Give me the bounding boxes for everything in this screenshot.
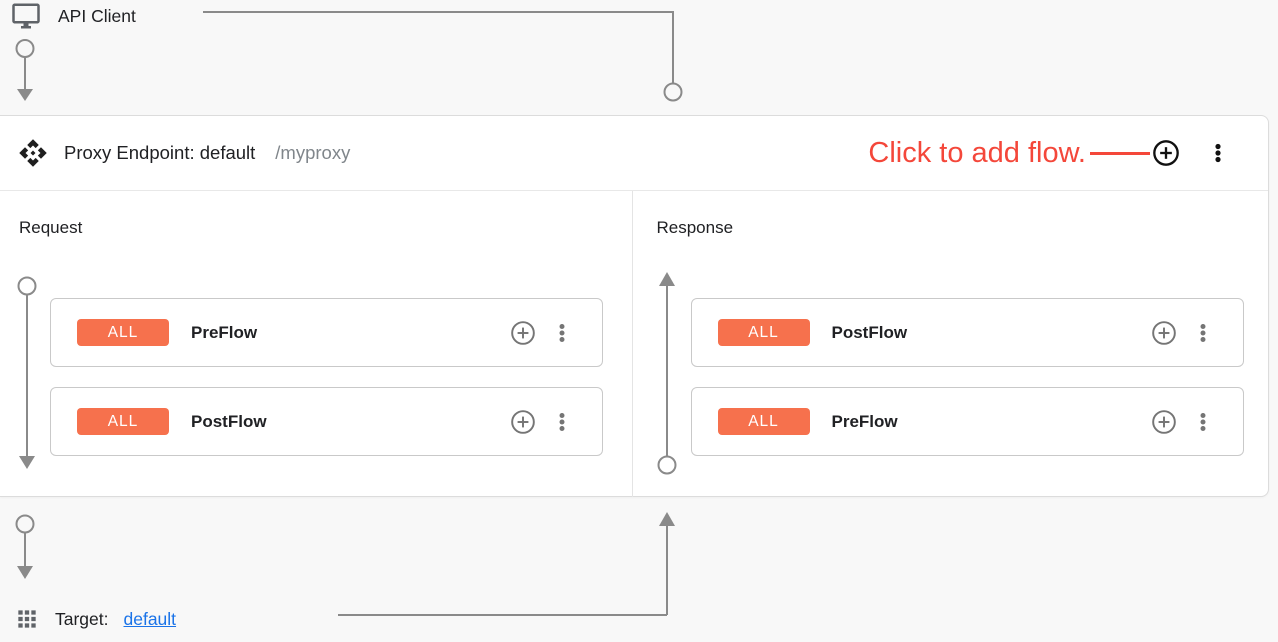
proxy-basepath: /myproxy [275,142,351,163]
api-client-label: API Client [58,5,136,26]
kebab-menu-icon [1215,143,1221,163]
flow-name: PreFlow [831,411,898,431]
add-policy-button[interactable] [510,409,536,435]
proxy-endpoint-menu-button[interactable] [1206,139,1230,167]
condition-badge: ALL [77,319,169,346]
plus-circle-icon [511,409,535,434]
response-panel-label: Response [656,218,734,237]
flow-menu-button[interactable] [1191,320,1215,346]
flow-name: PostFlow [191,411,267,431]
connector-client-to-proxy [203,11,683,102]
flow-card-request-postflow[interactable]: ALL PostFlow [50,387,603,456]
condition-badge: ALL [717,319,810,346]
condition-badge: ALL [717,408,810,435]
kebab-menu-icon [1200,323,1205,342]
request-panel: Request ALL PreFlow [0,191,632,497]
connector-request-flow [17,276,37,469]
flow-panels: Request ALL PreFlow [0,191,1268,497]
plus-circle-icon [1151,409,1176,434]
api-diamond-icon [19,139,47,167]
target-endpoint-link[interactable]: default [123,608,177,629]
kebab-menu-icon [559,412,565,431]
add-flow-annotation: Click to add flow. [868,137,1150,170]
flow-menu-button[interactable] [1191,409,1215,435]
kebab-menu-icon [1200,412,1205,431]
connector-client-down-arrow [15,39,35,101]
add-policy-button[interactable] [510,320,536,346]
flow-menu-button[interactable] [550,409,574,435]
plus-circle-icon [1151,320,1176,345]
desktop-monitor-icon [12,3,40,29]
request-panel-label: Request [19,218,83,237]
flow-name: PostFlow [831,322,908,342]
target-row: Target: default [14,606,176,632]
connector-proxy-to-target [15,514,35,579]
target-label: Target: [55,608,109,629]
add-flow-annotation-text: Click to add flow. [868,136,1086,169]
plus-circle-icon [1153,140,1179,166]
add-policy-button[interactable] [1151,320,1177,346]
condition-badge: ALL [77,408,169,435]
proxy-endpoint-panel: Proxy Endpoint: default /myproxy Click t… [0,115,1269,497]
connector-target-to-response [338,512,675,616]
kebab-menu-icon [559,323,565,342]
proxy-endpoint-header: Proxy Endpoint: default /myproxy Click t… [0,116,1268,191]
apps-grid-icon [18,610,36,628]
add-flow-button[interactable] [1152,139,1180,167]
flow-card-response-postflow[interactable]: ALL PostFlow [690,298,1244,367]
api-client: API Client [10,0,136,32]
response-panel: Response ALL PostFlow [631,191,1269,497]
flow-menu-button[interactable] [550,320,574,346]
annotation-pointer-line [1090,151,1150,155]
add-policy-button[interactable] [1151,409,1177,435]
connector-response-flow [657,272,677,475]
plus-circle-icon [511,320,535,345]
flow-card-response-preflow[interactable]: ALL PreFlow [690,387,1244,456]
flow-name: PreFlow [191,322,258,342]
flow-card-request-preflow[interactable]: ALL PreFlow [50,298,603,367]
proxy-endpoint-title: Proxy Endpoint: default [64,142,256,163]
